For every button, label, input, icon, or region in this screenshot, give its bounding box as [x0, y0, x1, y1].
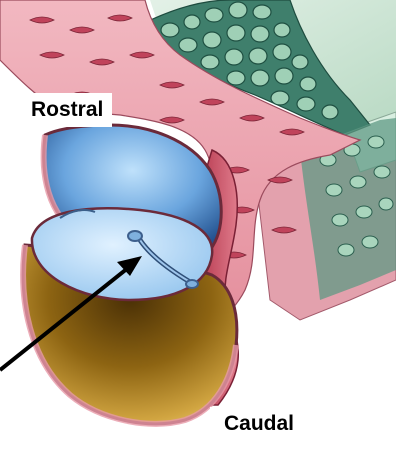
rostral-label: Rostral	[22, 93, 112, 127]
caudal-label: Caudal	[210, 407, 308, 442]
